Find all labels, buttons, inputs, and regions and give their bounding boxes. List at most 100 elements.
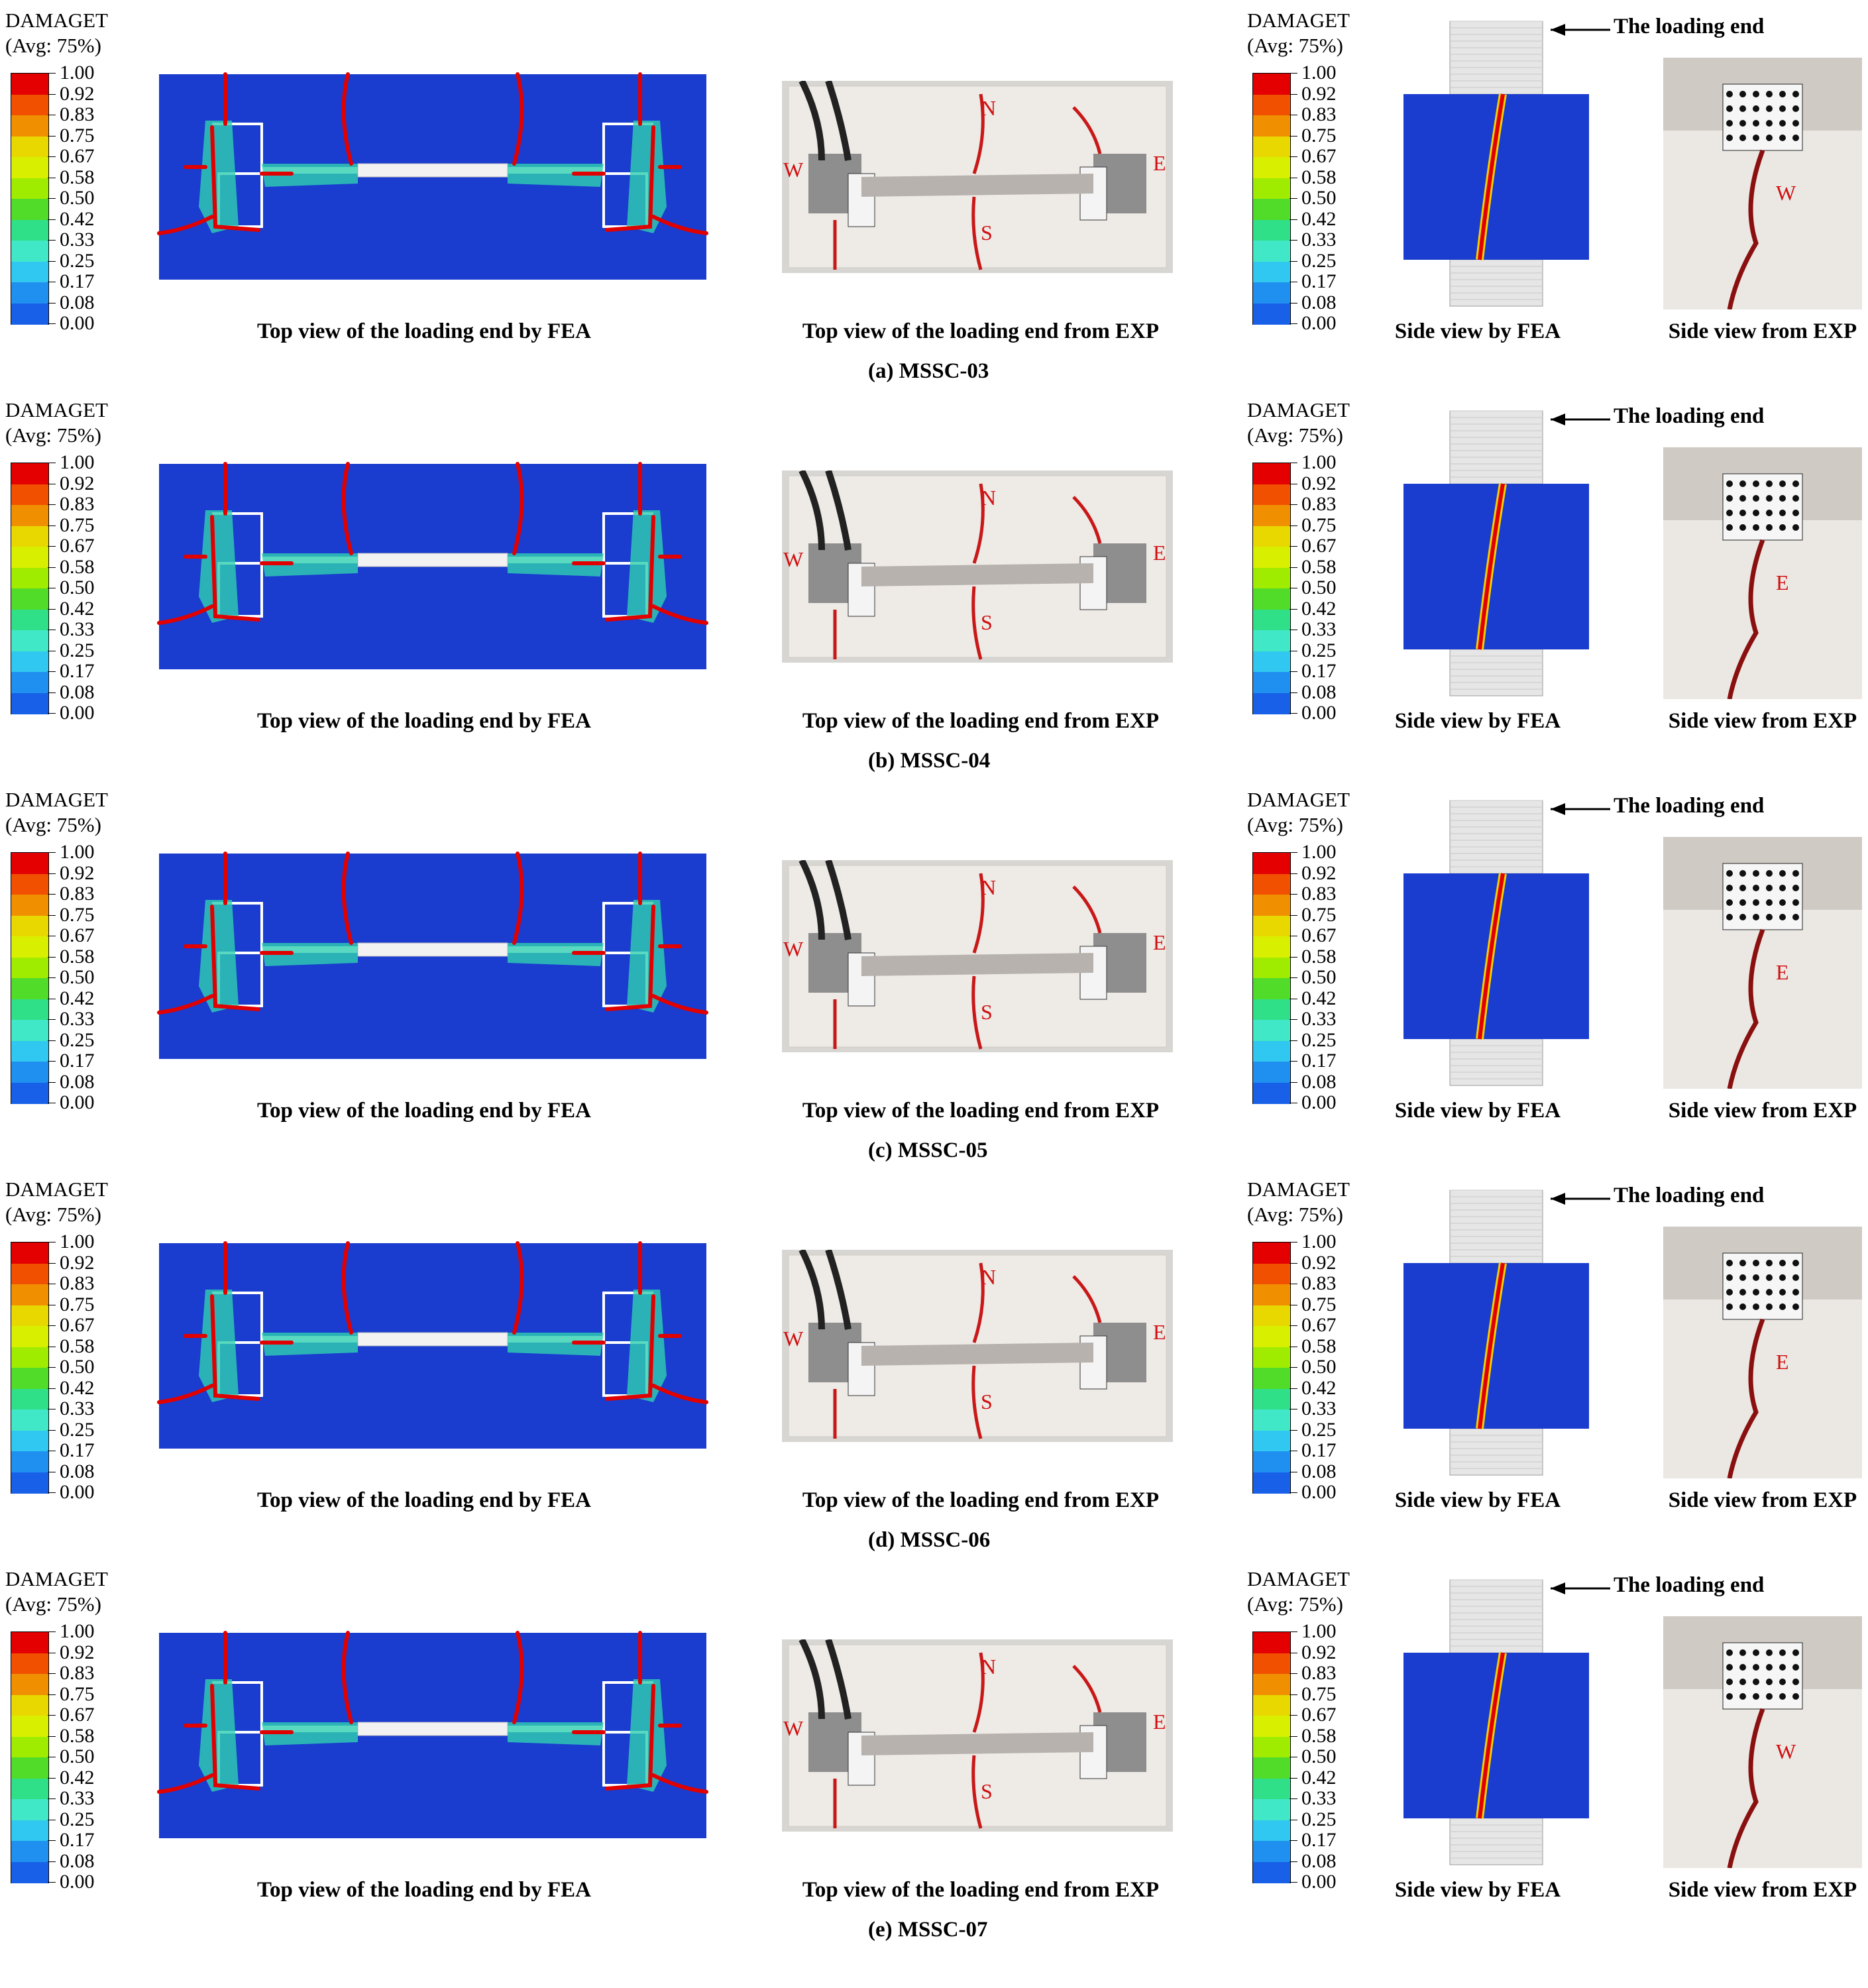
crack-south (971, 1755, 983, 1829)
legend-tick (1290, 1262, 1297, 1264)
legend-tick-label: 0.00 (1301, 702, 1337, 724)
legend-tick (1290, 1388, 1297, 1389)
legend-tick-label: 0.67 (1301, 145, 1337, 167)
legend-swatch (11, 1430, 48, 1452)
legend-tick (48, 977, 56, 978)
legend-tick-label: 0.50 (60, 1745, 95, 1767)
legend-swatch (11, 219, 48, 241)
crack-edge-left-lower (157, 1384, 214, 1404)
speckle-dot (1739, 1289, 1746, 1296)
direction-label: S (981, 1000, 993, 1024)
legend-swatch (11, 525, 48, 547)
legend-tick-label: 0.83 (1301, 1662, 1337, 1684)
side-crack-photo (1727, 1708, 1765, 1868)
speckle-dot (1739, 870, 1746, 877)
legend-swatch (11, 1757, 48, 1779)
legend-swatch (1253, 692, 1290, 714)
legend-swatch (1253, 1326, 1290, 1348)
legend-swatch (1253, 178, 1290, 199)
legend-tick-label: 0.58 (1301, 166, 1337, 188)
legend-swatch (1253, 1694, 1290, 1716)
crack-center-left (341, 1631, 353, 1724)
speckle-dot (1779, 870, 1786, 877)
legend-tick-label: 0.00 (1301, 1871, 1337, 1893)
legend-tick (1290, 1367, 1297, 1368)
legend-tick-label: 0.83 (1301, 1272, 1337, 1294)
legend-tick (48, 323, 56, 324)
channel-groove (861, 953, 1093, 976)
side-view-fea-contour (1403, 410, 1589, 696)
legend-swatch (1253, 1409, 1290, 1431)
legend-tick (48, 1798, 56, 1799)
legend-tick-label: 0.33 (60, 1008, 95, 1030)
speckle-dot (1753, 524, 1759, 531)
label-top-fea: Top view of the loading end by FEA (257, 1878, 591, 1902)
speckle-dot (1753, 1693, 1759, 1700)
legend-tick (48, 525, 56, 526)
crack-left-main (210, 1631, 260, 1791)
speckle-dot (1766, 1693, 1773, 1700)
legend-tick (1290, 1673, 1297, 1674)
legend-colorbar (1252, 73, 1291, 325)
speckle-dot (1792, 1289, 1799, 1296)
legend-tick-label: 0.08 (60, 1850, 95, 1872)
speckle-dot (1792, 91, 1799, 97)
legend-tick-label: 0.92 (1301, 1251, 1337, 1274)
legend-tick (48, 914, 56, 916)
speckle-dot (1779, 914, 1786, 920)
legend-swatch (11, 1841, 48, 1863)
legend-tick-label: 0.08 (1301, 681, 1337, 703)
speckle-dot (1766, 495, 1773, 502)
legend-tick (1290, 1882, 1297, 1883)
legend-tick-label: 0.50 (60, 1356, 95, 1378)
damage-halo-center-right (508, 943, 604, 966)
crack-north (972, 483, 985, 564)
legend-tick (48, 1325, 56, 1326)
top-view-fea-contour (157, 462, 708, 669)
loading-plate-center (357, 1722, 508, 1736)
loading-end-label: The loading end (1614, 794, 1765, 818)
legend-swatch (1253, 1757, 1290, 1779)
damage-halo-center-left (262, 943, 358, 966)
speckle-dot (1739, 120, 1746, 127)
legend-tick (1290, 1325, 1297, 1326)
steel-tube (1722, 1252, 1803, 1320)
legend-tick (48, 1631, 56, 1632)
side-crack-photo (1727, 149, 1765, 309)
legend-tick-label: 0.92 (60, 1641, 95, 1663)
speckle-dot (1779, 899, 1786, 906)
legend-swatch (1253, 282, 1290, 304)
damage-halo-center-right (508, 1722, 604, 1745)
crack-north-east (1072, 106, 1102, 154)
legend-subtitle: (Avg: 75%) (1247, 813, 1343, 836)
legend-tick-label: 0.00 (60, 1481, 95, 1503)
label-top-exp: Top view of the loading end from EXP (802, 709, 1160, 733)
legend-tick-label: 0.83 (1301, 493, 1337, 515)
crack-center-left (341, 1241, 353, 1335)
speckle-dot (1779, 510, 1786, 516)
legend-swatch (1253, 505, 1290, 527)
arrow-head (1551, 24, 1565, 36)
speckle-dot (1766, 870, 1773, 877)
speckle-dot (1753, 899, 1759, 906)
legend-swatch (11, 547, 48, 569)
damage-halo-center-right (508, 553, 604, 577)
legend-tick-label: 1.00 (1301, 1231, 1337, 1252)
direction-label: E (1153, 151, 1166, 175)
legend-tick-label: 0.67 (1301, 535, 1337, 557)
legend-tick-label: 0.75 (1301, 514, 1337, 536)
legend-tick-label: 0.33 (1301, 1008, 1337, 1030)
speckle-dot (1726, 1289, 1733, 1296)
legend-tick-label: 0.50 (1301, 187, 1337, 209)
direction-label: S (981, 1390, 993, 1413)
legend-tick-label: 0.92 (60, 1251, 95, 1274)
legend-tick-label: 1.00 (60, 841, 95, 863)
label-side-fea: Side view by FEA (1394, 1488, 1561, 1512)
speckle-dot (1753, 1649, 1759, 1656)
legend-tick (48, 302, 56, 304)
speckle-dot (1739, 1303, 1746, 1310)
legend-tick-label: 0.58 (60, 166, 95, 188)
legend-swatch (1253, 1082, 1290, 1104)
